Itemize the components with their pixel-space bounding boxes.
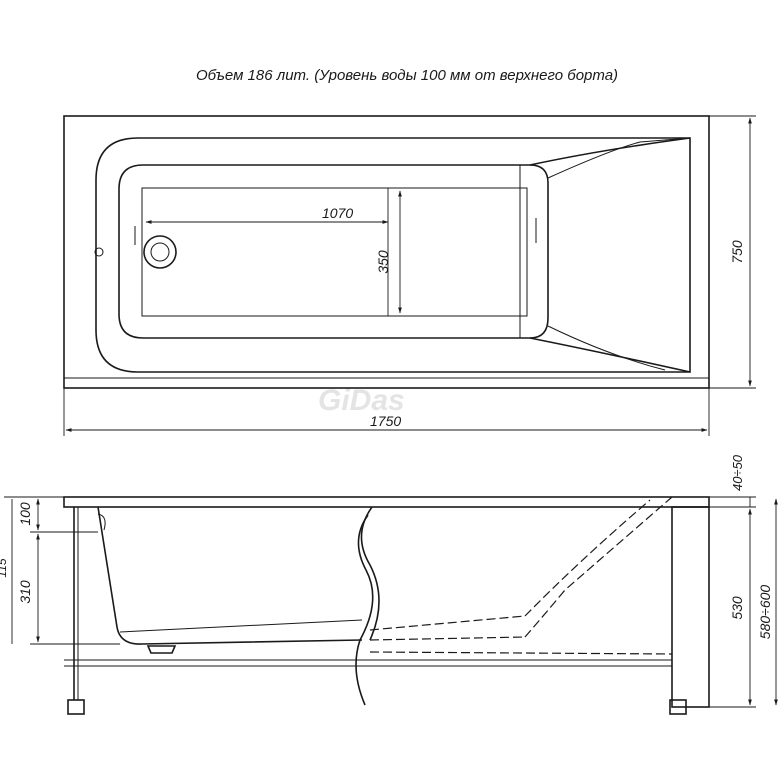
- dim-rim-label: 40÷50: [730, 454, 745, 491]
- backrest-lower-inner: [547, 325, 666, 371]
- hidden-backrest-slope-inner: [524, 499, 651, 617]
- hidden-base-line: [369, 651, 673, 655]
- inner-bowl-outline: [95, 137, 691, 373]
- rim-profile: [63, 496, 710, 508]
- side-view: 40÷50 530 580÷600 100 310 115: [0, 454, 778, 715]
- drain-inner: [150, 242, 170, 262]
- cutaway-break-right: [360, 506, 380, 641]
- foot-right: [669, 699, 687, 715]
- dim-total-label: 580÷600: [757, 585, 773, 640]
- top-view: 1070 350 750 1750: [63, 115, 756, 436]
- drain-outer: [143, 235, 177, 269]
- backrest-upper-inner: [547, 137, 691, 179]
- dim-body-label: 530: [729, 596, 745, 620]
- drain-fitting: [146, 645, 177, 654]
- tub-rim-roll: [97, 513, 106, 531]
- dim-bottom-length-label: 1070: [322, 205, 353, 221]
- bowl-floor-edge: [118, 164, 549, 339]
- hidden-bottom-line-2: [369, 615, 526, 631]
- dim-length-label: 1750: [370, 413, 401, 429]
- dim-cut-label: 115: [0, 558, 9, 577]
- dim-depth-label: 310: [17, 580, 33, 604]
- dim-water-label: 100: [17, 502, 33, 526]
- watermark-logo: GiDas: [318, 384, 405, 417]
- bottom-flat-area: [141, 187, 528, 317]
- backrest-lower-curve: [529, 337, 691, 373]
- skirt-panel: [671, 506, 710, 708]
- tub-front-wall: [97, 506, 363, 645]
- dim-width-label: 750: [729, 240, 745, 264]
- backrest-upper-curve: [529, 137, 691, 166]
- hidden-bottom-line: [369, 636, 526, 641]
- tub-rim-outline: [63, 115, 710, 389]
- bottom-line-front: [119, 619, 363, 633]
- cutaway-break-left: [355, 514, 374, 706]
- overflow-hole: [94, 247, 104, 257]
- volume-note: Объем 186 лит. (Уровень воды 100 мм от в…: [196, 67, 618, 84]
- dim-bottom-width-label: 350: [375, 250, 391, 274]
- hidden-backrest-slope: [524, 496, 673, 638]
- foot-left: [67, 699, 85, 715]
